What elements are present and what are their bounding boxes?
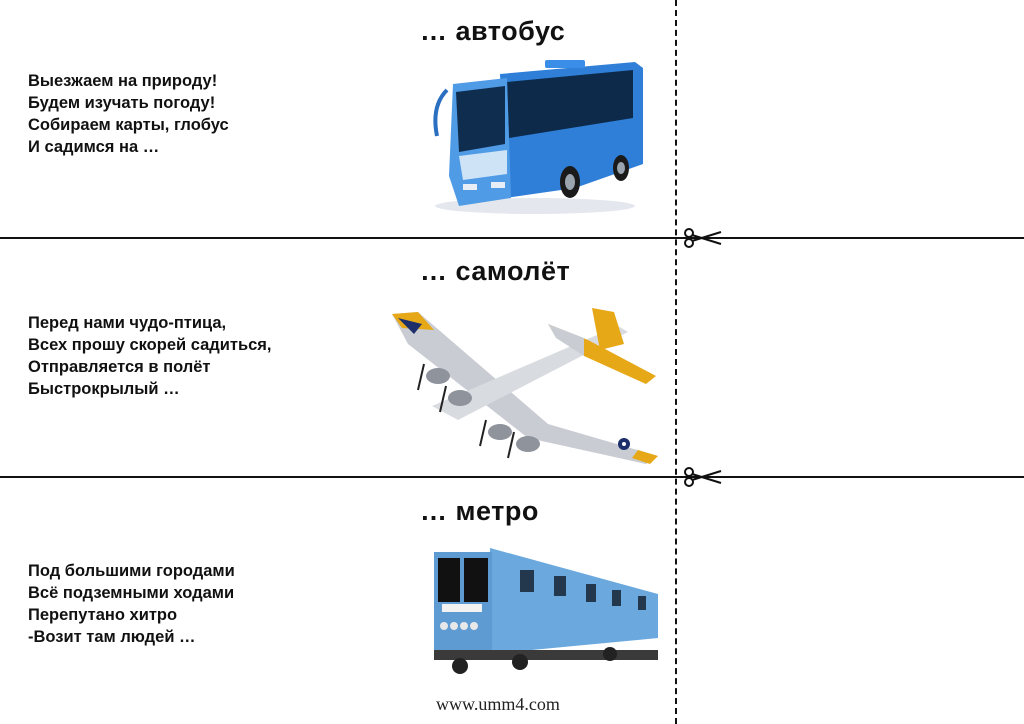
riddle-line: Выезжаем на природу!	[28, 72, 218, 90]
metro-car-picture	[434, 548, 658, 674]
footer-url: www.umm4.com	[436, 694, 560, 714]
riddle-line: Перепутано хитро	[28, 606, 178, 624]
riddle-line: И садимся на …	[28, 138, 160, 156]
riddle-line: Перед нами чудо-птица,	[28, 314, 227, 332]
scissors-icon	[684, 467, 722, 487]
riddle-airplane: Перед нами чудо-птица, Всех прошу скорей…	[28, 312, 272, 400]
riddle-line: Всё подземными ходами	[28, 584, 235, 602]
riddle-line: Отправляется в полёт	[28, 358, 211, 376]
riddle-line: -Возит там людей …	[28, 628, 196, 646]
riddle-line: Всех прошу скорей садиться,	[28, 336, 272, 354]
bus-picture	[433, 60, 643, 214]
riddle-line: Под большими городами	[28, 562, 235, 580]
card-title-bus: … автобус	[420, 16, 566, 46]
cut-line-vertical	[675, 0, 677, 724]
cut-line-2	[0, 476, 1024, 478]
cut-line-1	[0, 237, 1024, 239]
riddle-metro: Под большими городами Всё подземными ход…	[28, 560, 235, 648]
scissors-icon	[684, 228, 722, 248]
riddle-line: Собираем карты, глобус	[28, 116, 229, 134]
riddle-bus: Выезжаем на природу! Будем изучать погод…	[28, 70, 229, 158]
card-title-metro: … метро	[420, 496, 539, 526]
airplane-picture	[392, 308, 658, 464]
riddle-line: Будем изучать погоду!	[28, 94, 216, 112]
riddle-line: Быстрокрылый …	[28, 380, 180, 398]
card-title-airplane: … самолёт	[420, 256, 571, 286]
